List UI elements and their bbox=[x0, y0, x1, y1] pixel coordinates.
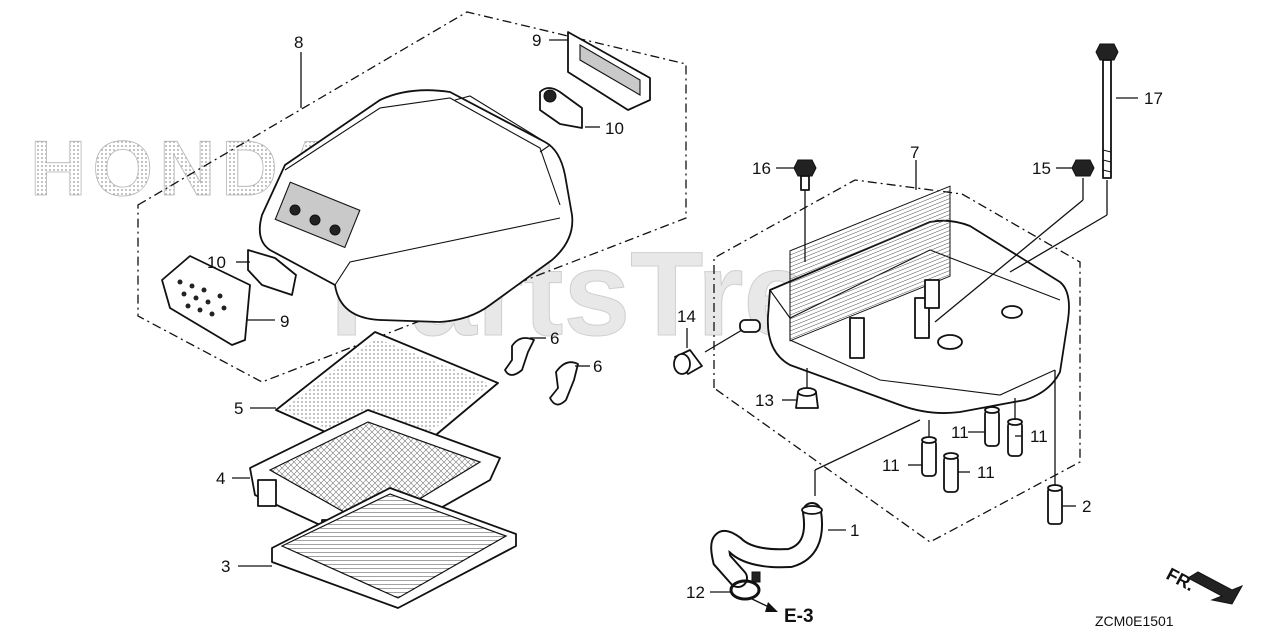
rubber-11d bbox=[1007, 418, 1023, 457]
air-cleaner-case bbox=[767, 185, 1070, 414]
case-group-outline bbox=[713, 179, 1081, 543]
callout-9-lower: 9 bbox=[280, 312, 289, 331]
callout-10-upper: 10 bbox=[605, 119, 624, 138]
callout-6-lower: 6 bbox=[593, 357, 602, 376]
callout-10-lower: 10 bbox=[207, 253, 226, 272]
diagram-code: ZCM0E1501 bbox=[1095, 613, 1174, 629]
long-bolt-17 bbox=[1095, 43, 1119, 179]
grommet-14 bbox=[673, 319, 761, 375]
callout-16: 16 bbox=[752, 159, 771, 178]
air-cleaner-cover bbox=[258, 89, 574, 323]
rubber-11b bbox=[943, 452, 959, 493]
cover-latch-upper bbox=[567, 31, 651, 111]
callout-11-b: 11 bbox=[1030, 427, 1048, 446]
element-clip-6b bbox=[549, 361, 579, 406]
pin-2 bbox=[1047, 484, 1063, 525]
callout-11-a: 11 bbox=[951, 423, 969, 442]
callout-labels: 8 9 10 10 9 7 16 15 17 6 6 5 4 3 14 13 1… bbox=[207, 31, 1163, 602]
element-clip-6a bbox=[504, 337, 535, 376]
cover-clip-lower bbox=[247, 249, 297, 296]
rubber-11a bbox=[921, 436, 937, 477]
front-direction-arrow bbox=[1186, 571, 1244, 605]
callout-11-d: 11 bbox=[977, 463, 995, 482]
callout-6-upper: 6 bbox=[550, 329, 559, 348]
cover-clip-upper bbox=[539, 87, 583, 129]
flange-bolt-16 bbox=[793, 159, 817, 191]
callout-15: 15 bbox=[1032, 159, 1051, 178]
tube-clamp-12 bbox=[729, 571, 761, 601]
nut-13 bbox=[795, 387, 819, 409]
nut-15 bbox=[1071, 159, 1095, 177]
callout-1: 1 bbox=[850, 521, 859, 540]
reference-arrow-head bbox=[765, 602, 778, 612]
callout-8: 8 bbox=[294, 33, 303, 52]
callout-11-c: 11 bbox=[882, 456, 900, 475]
callout-2: 2 bbox=[1082, 497, 1091, 516]
drain-tube-1 bbox=[710, 502, 823, 588]
callout-5: 5 bbox=[234, 399, 243, 418]
filter-frame-4 bbox=[249, 409, 501, 549]
callout-3: 3 bbox=[221, 557, 230, 576]
callout-9-upper: 9 bbox=[532, 31, 541, 50]
callout-13: 13 bbox=[755, 391, 774, 410]
callout-7: 7 bbox=[910, 143, 919, 162]
cover-latch-lower bbox=[161, 255, 251, 346]
filter-element-3 bbox=[271, 487, 517, 609]
callout-12: 12 bbox=[686, 583, 705, 602]
callout-4: 4 bbox=[216, 469, 225, 488]
cover-group-outline bbox=[137, 11, 687, 383]
callout-17: 17 bbox=[1144, 89, 1163, 108]
callout-14: 14 bbox=[677, 307, 696, 326]
rubber-11c bbox=[984, 406, 1000, 447]
reference-label: E-3 bbox=[784, 606, 814, 627]
front-direction-label: FR. bbox=[1163, 564, 1198, 595]
